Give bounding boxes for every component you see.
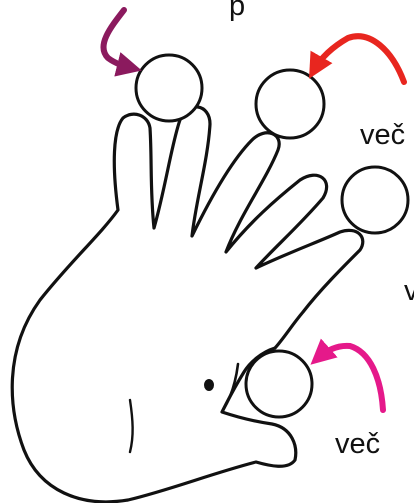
fingertip-circle-icon-2 <box>256 70 324 138</box>
fingertip-circle-icon-4 <box>246 351 312 417</box>
label-right-lower: več <box>335 428 380 460</box>
fingertip-circle-icon-1 <box>136 55 202 121</box>
palm-dot-icon <box>204 379 214 391</box>
fingertip-circle-icon-3 <box>342 167 408 233</box>
label-right-middle: v <box>404 275 414 307</box>
curved-arrow-icon-pink <box>318 346 383 410</box>
label-top-cut: p <box>229 0 245 22</box>
hand-outline-icon <box>12 107 363 502</box>
curved-arrow-icon-purple <box>103 10 132 68</box>
palm-crease-icon <box>130 400 133 452</box>
curved-arrow-icon-red <box>314 36 404 82</box>
label-right-upper: več <box>360 119 405 151</box>
